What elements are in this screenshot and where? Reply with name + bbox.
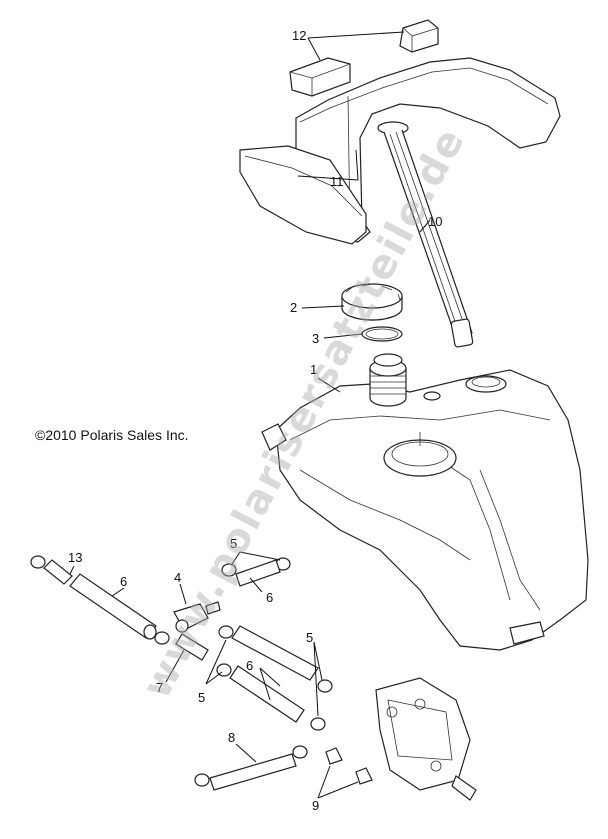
tank-pad-top xyxy=(399,19,439,53)
hose-13 xyxy=(30,555,73,585)
callout-12: 12 xyxy=(292,28,306,43)
callout-6-top: 6 xyxy=(266,590,273,605)
hose-clamps xyxy=(154,557,333,787)
callout-5-top: 5 xyxy=(230,536,237,551)
fuel-valve xyxy=(173,601,221,633)
fuel-tank xyxy=(261,353,589,651)
fittings-9 xyxy=(325,747,373,785)
callout-10: 10 xyxy=(428,214,442,229)
callout-7: 7 xyxy=(156,680,163,695)
callout-5-mid: 5 xyxy=(198,690,205,705)
fuel-level-sender xyxy=(377,121,474,348)
callout-11: 11 xyxy=(330,174,344,189)
callout-13: 13 xyxy=(68,550,82,565)
fuel-cap xyxy=(341,283,403,321)
callout-6-mid: 6 xyxy=(246,658,253,673)
callout-3: 3 xyxy=(312,331,319,346)
tank-pad-left xyxy=(289,57,351,97)
fitting-7 xyxy=(175,633,209,661)
callout-8: 8 xyxy=(228,730,235,745)
fuel-hose-long xyxy=(69,573,157,640)
callout-1: 1 xyxy=(310,362,317,377)
callout-9: 9 xyxy=(312,798,319,813)
leader-lines xyxy=(69,31,431,799)
callout-5-right: 5 xyxy=(306,630,313,645)
fuel-pump xyxy=(375,677,477,801)
callout-labels: 12 11 10 2 3 1 13 5 4 6 6 7 5 5 6 8 9 xyxy=(68,28,442,813)
callout-4: 4 xyxy=(174,570,181,585)
callout-2: 2 xyxy=(290,300,297,315)
fuel-hose-8 xyxy=(209,753,297,791)
tank-strap xyxy=(239,57,561,245)
copyright-notice: ©2010 Polaris Sales Inc. xyxy=(35,427,189,443)
callout-6-left: 6 xyxy=(120,574,127,589)
fuel-hose-mid xyxy=(229,625,319,723)
fuel-hose-short xyxy=(235,559,281,587)
